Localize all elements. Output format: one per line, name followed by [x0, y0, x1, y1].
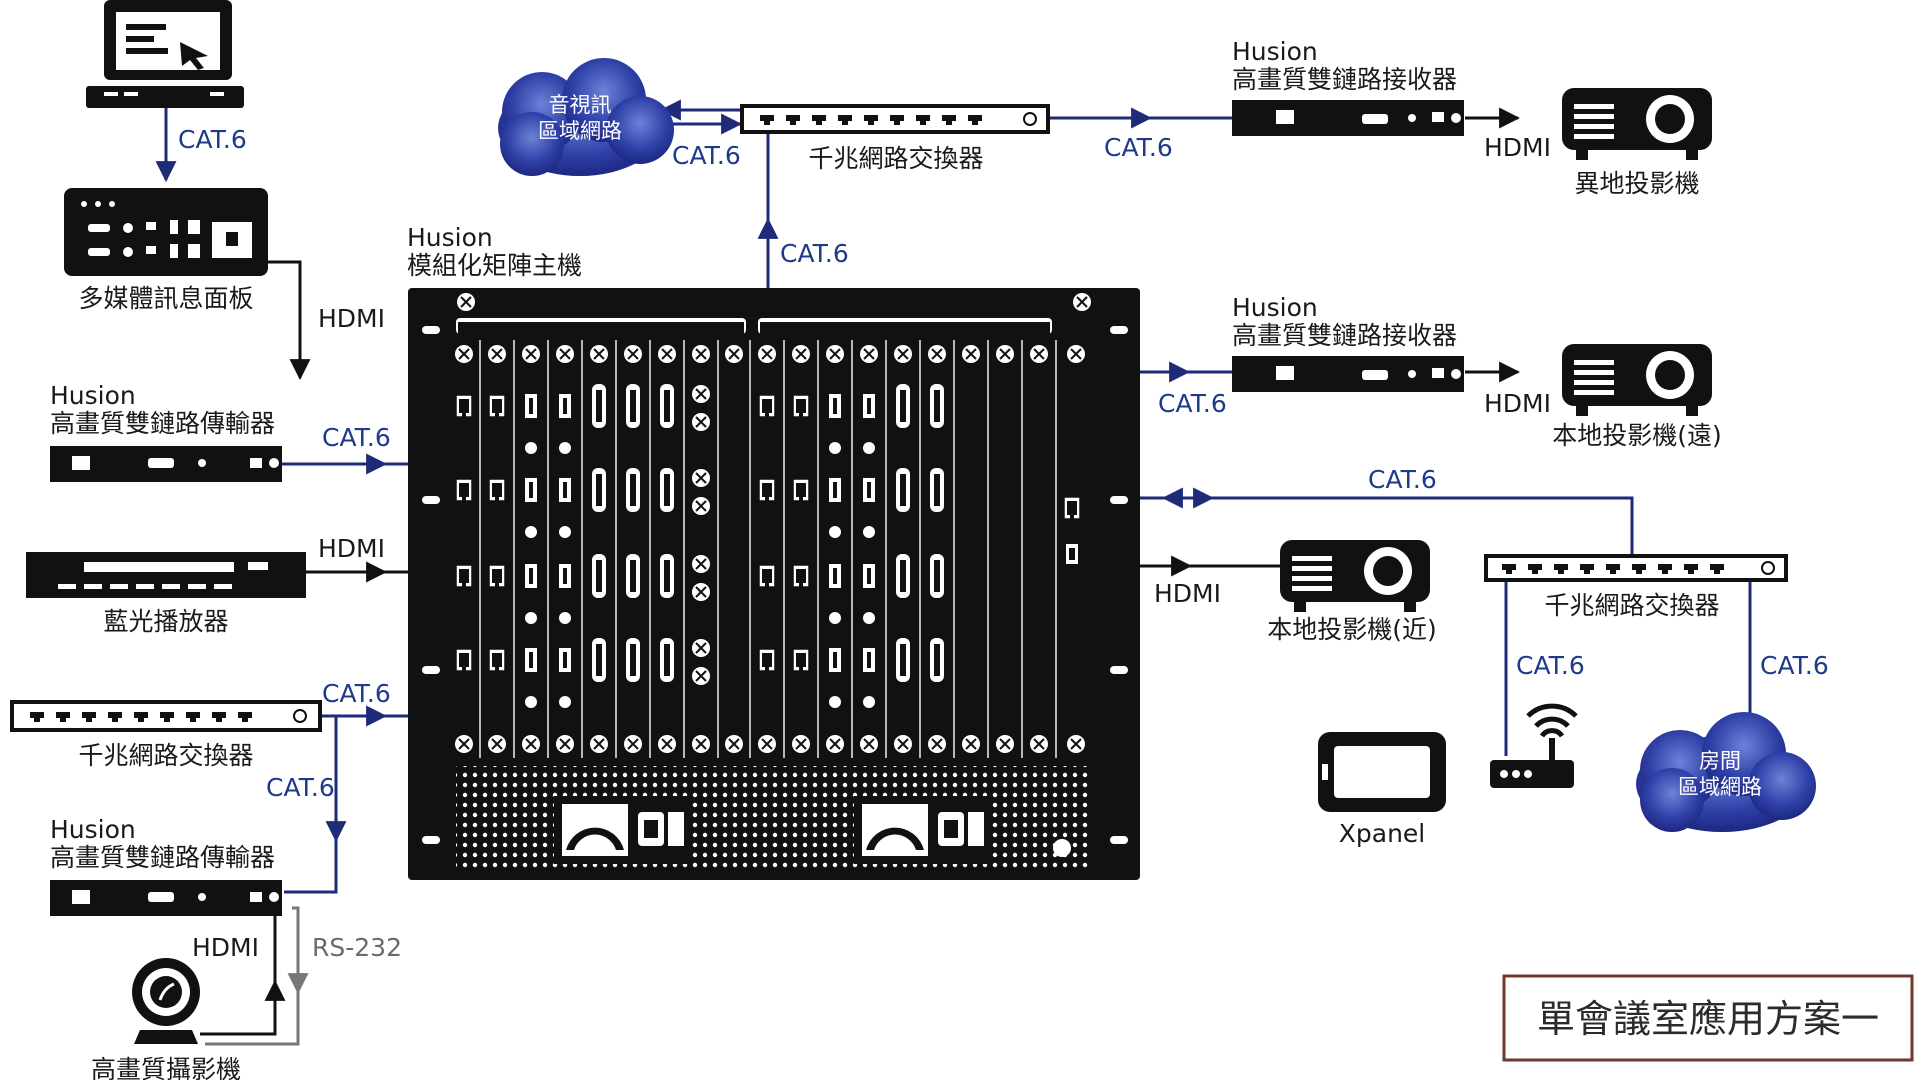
rx-remote-label: 高畫質雙鏈路接收器 — [1232, 65, 1457, 94]
scheme-title-box: 單會議室應用方案一 — [1502, 974, 1914, 1062]
switch-right — [1484, 554, 1788, 582]
label-matrix-switch-top: CAT.6 — [780, 239, 849, 268]
cloud-av-line2: 區域網路 — [538, 119, 622, 143]
switch-left-label: 千兆網路交換器 — [78, 741, 253, 770]
label-matrix-proj-near: HDMI — [1154, 579, 1221, 608]
tx-bottom-brand: Husion — [50, 815, 136, 844]
label-cloud-switch: CAT.6 — [672, 141, 741, 170]
switch-top — [740, 104, 1050, 134]
label-rs232: RS-232 — [312, 933, 402, 962]
bluray-player — [26, 552, 306, 598]
label-rx-proj-far: HDMI — [1484, 389, 1551, 418]
label-camera-hdmi: HDMI — [192, 933, 259, 962]
rx-far-label: 高畫質雙鏈路接收器 — [1232, 321, 1457, 350]
cloud-room-line1: 房間 — [1699, 749, 1741, 773]
proj-remote-label: 異地投影機 — [1574, 169, 1699, 198]
switch-right-label: 千兆網路交換器 — [1544, 591, 1719, 620]
media-panel — [64, 188, 268, 276]
tx-top-label: 高畫質雙鏈路傳輸器 — [50, 409, 275, 438]
rx-remote-brand: Husion — [1232, 37, 1318, 66]
transmitter-bottom — [50, 880, 282, 916]
label-tx-matrix: CAT.6 — [322, 423, 391, 452]
laptop-icon — [86, 0, 244, 108]
camera-label: 高畫質攝影機 — [91, 1055, 241, 1080]
switch-left — [10, 700, 322, 732]
label-switch-cloud-room: CAT.6 — [1760, 651, 1829, 680]
proj-near-label: 本地投影機(近) — [1267, 615, 1437, 644]
router-icon — [1490, 703, 1578, 788]
switch-top-label: 千兆網路交換器 — [808, 144, 983, 173]
projector-far-icon — [1562, 344, 1712, 416]
wire-matrix-switch-right — [1080, 496, 1634, 560]
label-switch-rx-remote: CAT.6 — [1104, 133, 1173, 162]
label-matrix-rx-far: CAT.6 — [1158, 389, 1227, 418]
label-panel-tx: HDMI — [318, 304, 385, 333]
cloud-room-network: 房間 區域網路 — [1636, 712, 1816, 832]
wire-switch-tx2 — [284, 714, 338, 894]
label-switch-router: CAT.6 — [1516, 651, 1585, 680]
proj-far-label: 本地投影機(遠) — [1552, 421, 1722, 450]
xpanel-tablet-icon — [1318, 732, 1446, 812]
scheme-title: 單會議室應用方案一 — [1537, 997, 1879, 1041]
label-rx-proj-remote: HDMI — [1484, 133, 1551, 162]
matrix-card-ports — [455, 384, 1081, 708]
label-matrix-switch-right: CAT.6 — [1368, 465, 1437, 494]
label-switch-matrix: CAT.6 — [322, 679, 391, 708]
transmitter-top — [50, 446, 282, 482]
tx-bottom-label: 高畫質雙鏈路傳輸器 — [50, 843, 275, 872]
label-laptop-panel: CAT.6 — [178, 125, 247, 154]
cloud-av-network: 音視訊 區域網路 — [498, 58, 674, 176]
psu-2 — [854, 796, 990, 864]
bluray-label: 藍光播放器 — [103, 607, 228, 636]
receiver-remote — [1232, 100, 1464, 136]
label-switch-tx2: CAT.6 — [266, 773, 335, 802]
wire-panel-tx — [266, 260, 311, 381]
psu-1 — [554, 796, 690, 864]
matrix-chassis — [408, 288, 1140, 880]
cloud-room-line2: 區域網路 — [1678, 775, 1762, 799]
wire-rs232 — [205, 906, 300, 1046]
receiver-far — [1232, 356, 1464, 392]
wire-camera-hdmi — [200, 979, 286, 1036]
media-panel-label: 多媒體訊息面板 — [78, 284, 253, 313]
camera-icon — [132, 958, 200, 1044]
projector-remote-icon — [1562, 88, 1712, 160]
rx-far-brand: Husion — [1232, 293, 1318, 322]
matrix-label: 模組化矩陣主機 — [407, 251, 582, 280]
tx-top-brand: Husion — [50, 381, 136, 410]
cloud-av-line1: 音視訊 — [549, 93, 612, 117]
matrix-brand: Husion — [407, 223, 493, 252]
label-bluray-matrix: HDMI — [318, 534, 385, 563]
xpanel-label: Xpanel — [1339, 819, 1426, 848]
projector-near-icon — [1280, 540, 1430, 612]
